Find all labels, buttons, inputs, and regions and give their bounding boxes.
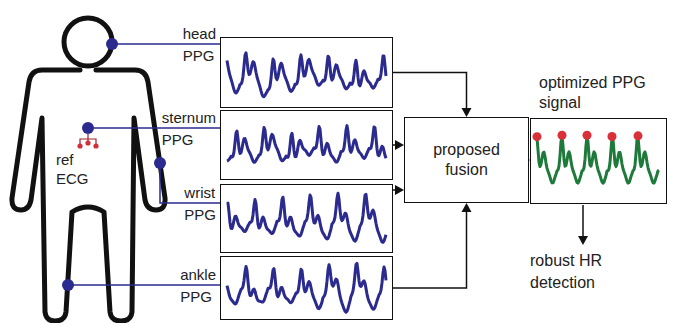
connector-arrow bbox=[393, 185, 404, 195]
connector-line bbox=[393, 211, 467, 288]
peak-marker bbox=[583, 131, 592, 140]
signal-trace bbox=[227, 193, 386, 242]
ecg-electrode bbox=[77, 143, 82, 148]
signal-box: sternum PPG bbox=[220, 110, 393, 180]
reference-label: ref ECG bbox=[56, 150, 96, 188]
signal-label: head PPG bbox=[183, 23, 216, 67]
box-label: proposed fusion bbox=[405, 136, 528, 184]
output-arrowhead bbox=[578, 236, 588, 245]
peak-marker bbox=[608, 132, 617, 141]
waveform bbox=[221, 185, 392, 252]
waveform bbox=[221, 257, 392, 319]
output-box: optimized PPG signal bbox=[530, 118, 667, 204]
body-outline bbox=[12, 70, 165, 321]
ecg-electrode-wires bbox=[80, 134, 96, 146]
signal-box: wrist PPG bbox=[220, 184, 393, 253]
ecg-electrode bbox=[93, 143, 98, 148]
arrowhead bbox=[462, 108, 472, 117]
output-label: robust HR detection bbox=[530, 250, 648, 294]
arrowhead bbox=[395, 140, 404, 150]
head-outline bbox=[64, 18, 112, 66]
signal-label: optimized PPG signal bbox=[539, 73, 649, 113]
peak-marker bbox=[634, 131, 643, 140]
signal-box: ankle PPG bbox=[220, 256, 393, 320]
leader-line bbox=[112, 43, 220, 45]
signal-label: ankle PPG bbox=[180, 264, 216, 308]
arrowhead bbox=[462, 203, 472, 212]
sensor-dot bbox=[62, 279, 74, 291]
signal-label: wrist PPG bbox=[184, 182, 216, 226]
signal-trace bbox=[227, 126, 386, 163]
process-box: proposed fusion bbox=[404, 117, 529, 203]
connector-arrow bbox=[393, 140, 404, 150]
signal-trace bbox=[537, 136, 659, 183]
peak-marker bbox=[533, 132, 542, 141]
waveform bbox=[221, 38, 392, 107]
output-arrow bbox=[582, 205, 584, 236]
sensor-dot bbox=[154, 157, 166, 169]
sensor-dot bbox=[106, 38, 118, 50]
arrowhead bbox=[395, 185, 404, 195]
ecg-electrode bbox=[85, 140, 90, 145]
connector-line bbox=[393, 73, 467, 110]
connector-arrow bbox=[393, 73, 472, 118]
leader-line bbox=[88, 127, 220, 129]
waveform bbox=[221, 111, 392, 179]
signal-trace bbox=[227, 53, 386, 97]
signal-trace bbox=[227, 263, 386, 312]
signal-label: sternum PPG bbox=[162, 107, 216, 151]
signal-box: head PPG bbox=[220, 37, 393, 108]
waveform bbox=[531, 119, 665, 202]
sensor-dot bbox=[82, 122, 94, 134]
connector-arrow bbox=[393, 203, 472, 288]
leader-line bbox=[68, 284, 220, 286]
peak-marker bbox=[558, 131, 567, 140]
